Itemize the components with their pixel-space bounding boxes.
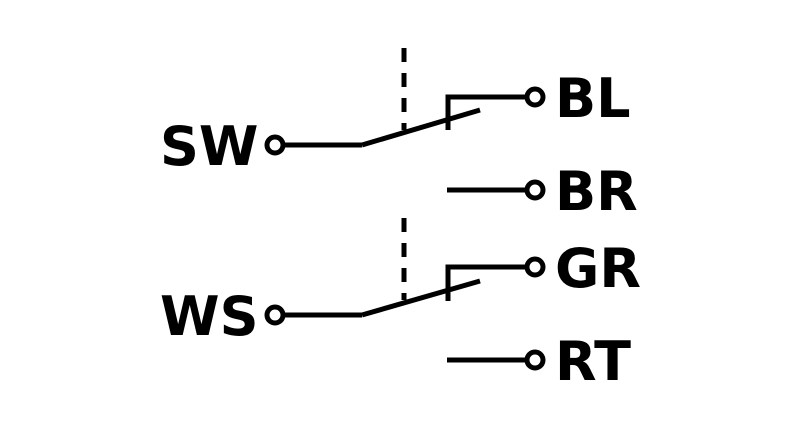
terminal-br <box>524 179 546 201</box>
upper-switch: SW BL BR <box>160 48 638 223</box>
switch-blade-lower <box>361 278 481 318</box>
terminal-ws <box>264 304 286 326</box>
label-bl: BL <box>555 67 631 130</box>
label-rt: RT <box>555 330 631 393</box>
label-sw: SW <box>160 115 258 178</box>
switch-blade-upper <box>361 107 481 148</box>
label-ws: WS <box>160 285 258 348</box>
terminal-bl <box>524 86 546 108</box>
contact-wire-gr <box>445 264 527 301</box>
contact-wire-bl <box>445 94 527 130</box>
label-br: BR <box>555 160 638 223</box>
lower-switch: WS GR RT <box>160 218 641 393</box>
terminal-gr <box>524 256 546 278</box>
terminal-rt <box>524 349 546 371</box>
label-gr: GR <box>555 237 641 300</box>
terminal-sw <box>264 134 286 156</box>
